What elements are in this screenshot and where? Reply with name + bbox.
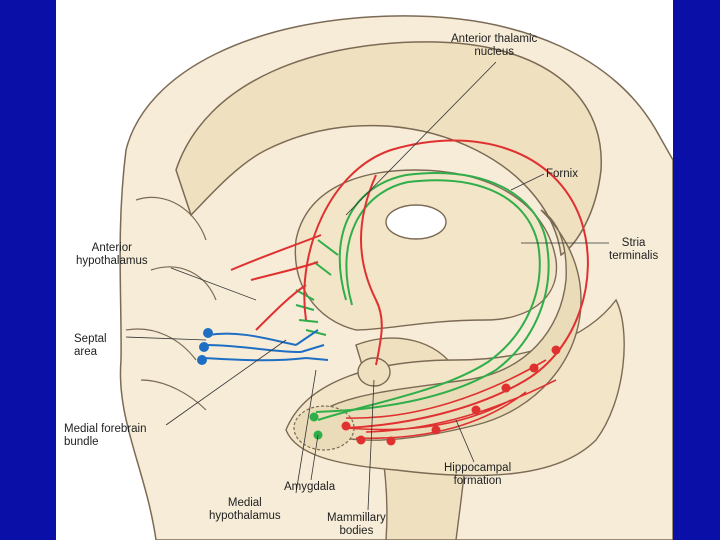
thalamus-region xyxy=(294,169,558,331)
leader-anterior-hypothalamus xyxy=(170,267,257,301)
leader-lines xyxy=(125,61,609,511)
red-dot xyxy=(529,363,539,373)
red-dot xyxy=(341,421,351,431)
red-dot xyxy=(356,435,366,445)
red-dot xyxy=(501,383,511,393)
leader-fornix xyxy=(510,173,545,191)
limbic-system-diagram xyxy=(119,15,673,540)
label-fornix: Fornix xyxy=(546,168,578,180)
leader-anterior-thalamic xyxy=(345,61,497,216)
red-dot xyxy=(551,345,561,355)
blue-dot xyxy=(203,328,213,338)
hippocampal-formation xyxy=(305,209,582,441)
leader-amygdala xyxy=(310,434,319,481)
interthalamic-adhesion xyxy=(385,204,447,240)
green-pathway-stria xyxy=(317,179,541,421)
red-dot xyxy=(471,405,481,415)
leader-hippocampal xyxy=(455,419,475,463)
blue-dot xyxy=(197,355,207,365)
label-medial-hypothalamus: Medial hypothalamus xyxy=(209,497,281,522)
blue-pathway xyxy=(203,329,329,362)
leader-mfb xyxy=(165,339,287,426)
label-hippocampal-formation: Hippocampal formation xyxy=(444,462,512,487)
slide-panel: Anterior thalamic nucleus Fornix Stria t… xyxy=(56,0,673,540)
leader-septal xyxy=(125,336,207,341)
label-anterior-thalamic-nucleus: Anterior thalamic nucleus xyxy=(451,33,538,58)
blue-dot xyxy=(199,342,209,352)
label-medial-forebrain-bundle: Medial forebrain bundle xyxy=(64,423,147,448)
red-dot xyxy=(431,425,441,435)
label-septal-area: Septal area xyxy=(74,333,107,358)
label-amygdala: Amygdala xyxy=(284,481,336,493)
label-stria-terminalis: Stria terminalis xyxy=(609,237,659,262)
label-anterior-hypothalamus: Anterior hypothalamus xyxy=(76,242,148,267)
frontal-gyri xyxy=(125,196,217,411)
leader-medial-hypothalamus xyxy=(295,369,317,494)
label-mammillary-bodies: Mammillary bodies xyxy=(327,512,386,537)
red-dot xyxy=(386,436,396,446)
red-pathway-main xyxy=(303,139,589,429)
red-pathway-descending xyxy=(360,174,383,366)
green-dot xyxy=(309,412,319,422)
red-pathway-fibers xyxy=(345,359,557,440)
red-pathway-hypothalamic xyxy=(230,234,322,331)
leader-mammillary xyxy=(367,379,375,511)
